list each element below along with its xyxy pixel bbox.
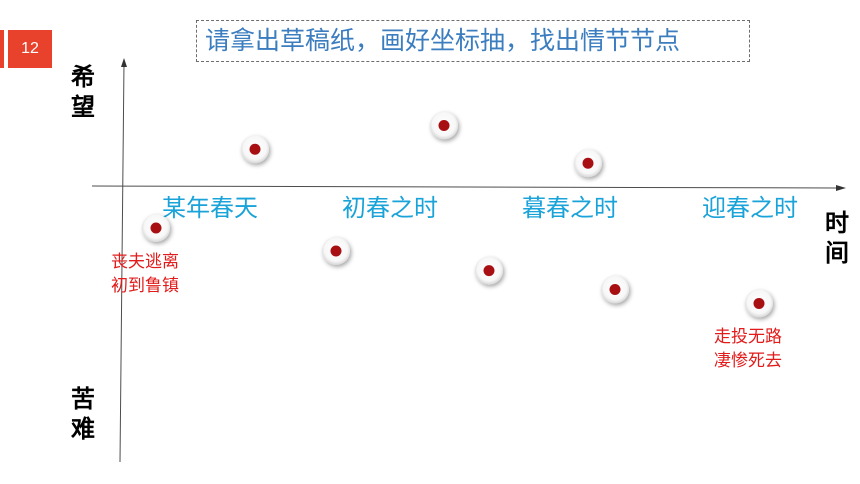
plot-point — [745, 289, 773, 318]
x-axis-arrow — [836, 185, 846, 191]
point-annotation: 丧夫逃离 初到鲁镇 — [111, 252, 179, 296]
x-tick-label: 某年春天 — [162, 194, 258, 222]
slide-number-badge: 12 — [0, 30, 52, 68]
x-tick-label: 暮春之时 — [522, 194, 618, 222]
plot-point — [430, 111, 458, 140]
plot-point — [601, 275, 629, 304]
y-axis-line — [119, 61, 125, 463]
plot-point — [142, 214, 170, 242]
x-tick-label: 初春之时 — [342, 194, 438, 222]
plot-point — [241, 135, 269, 164]
x-tick-label: 迎春之时 — [702, 194, 798, 222]
plot-point — [475, 256, 503, 285]
instruction-box: 请拿出草稿纸，画好坐标抽，找出情节节点 — [196, 20, 750, 62]
x-axis-label: 时间 — [825, 209, 849, 267]
x-axis-line — [91, 185, 839, 189]
point-annotation: 走投无路 凄惨死去 — [714, 327, 782, 372]
plot-point — [574, 149, 602, 178]
y-axis-arrow — [121, 58, 127, 67]
y-bottom-label: 苦难 — [71, 385, 95, 443]
plot-point — [322, 236, 350, 265]
y-top-label: 希望 — [71, 63, 95, 121]
